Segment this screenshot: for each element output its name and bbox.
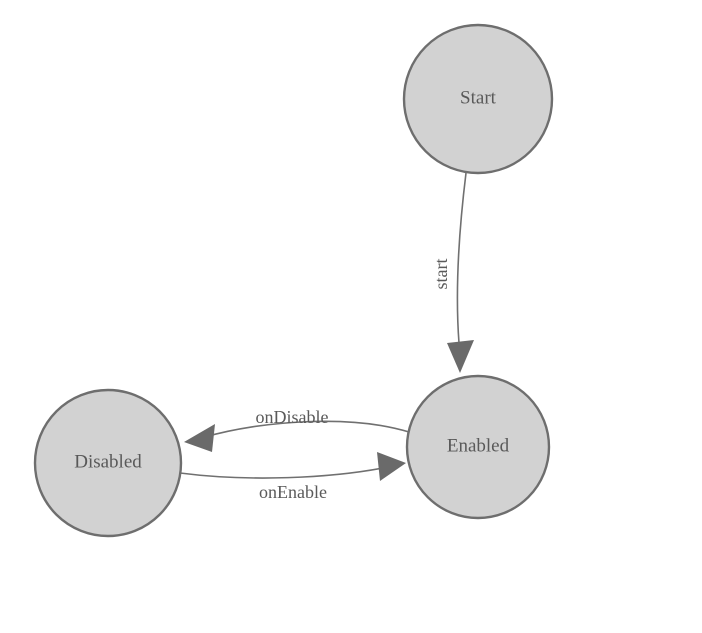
edge-label-onenable: onEnable [259,482,327,502]
edge-disabled-to-enabled-path [179,467,384,479]
edge-label-start: start [431,259,451,290]
state-node-disabled-circle [33,388,183,538]
state-node-start[interactable]: Start [402,23,554,175]
arrowhead-into-disabled [184,424,215,452]
edge-disabled-to-enabled[interactable]: onEnable [179,452,406,502]
state-node-disabled[interactable]: Disabled [33,388,183,538]
state-node-enabled-label: Enabled [447,435,510,456]
state-node-start-label: Start [460,87,497,108]
arrowhead-into-enabled [447,340,474,373]
edge-start-to-enabled[interactable]: start [431,172,474,373]
edge-start-to-enabled-path [456,172,467,344]
arrowhead-into-enabled-2 [377,452,406,481]
state-node-start-circle [402,23,554,175]
edge-label-ondisable: onDisable [256,407,329,427]
state-node-disabled-label: Disabled [74,451,142,472]
state-node-enabled[interactable]: Enabled [405,374,551,520]
edge-enabled-to-disabled-path [204,420,410,438]
state-node-enabled-circle [405,374,551,520]
edge-enabled-to-disabled[interactable]: onDisable [184,407,410,452]
